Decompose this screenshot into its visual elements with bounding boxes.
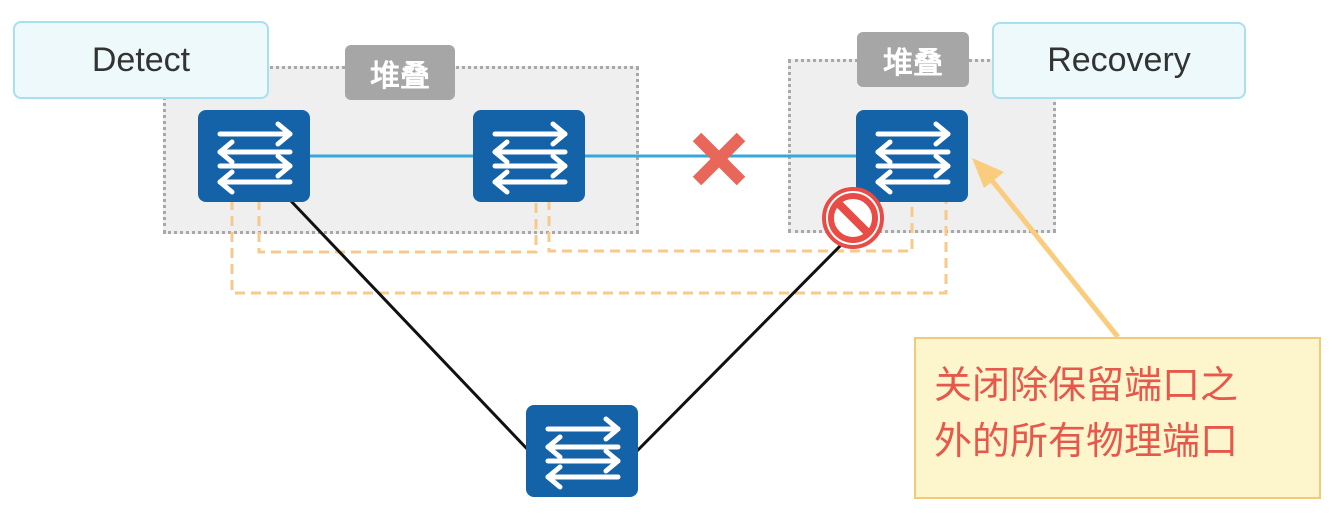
mad-link-inner	[257, 200, 538, 254]
callout-line-2: 外的所有物理端口	[934, 419, 1239, 463]
stack-tag-right: 堆叠	[857, 32, 969, 87]
switch-icon	[526, 405, 638, 497]
mad-link-outer	[230, 200, 948, 295]
switch-icon	[198, 110, 310, 202]
no-entry-icon	[822, 187, 884, 249]
access-link-right	[634, 238, 848, 454]
switch-icon	[473, 110, 585, 202]
switch-icon	[856, 110, 968, 202]
recovery-label: Recovery	[992, 22, 1246, 99]
detect-label: Detect	[13, 21, 269, 99]
cross-icon	[692, 132, 746, 186]
arrow-icon	[972, 158, 1120, 339]
stack-tag-left: 堆叠	[345, 45, 455, 100]
callout-box: 关闭除保留端口之 外的所有物理端口	[914, 337, 1321, 499]
mad-link-right	[547, 200, 914, 253]
callout-line-1: 关闭除保留端口之	[934, 363, 1239, 407]
access-link-left	[288, 198, 532, 454]
